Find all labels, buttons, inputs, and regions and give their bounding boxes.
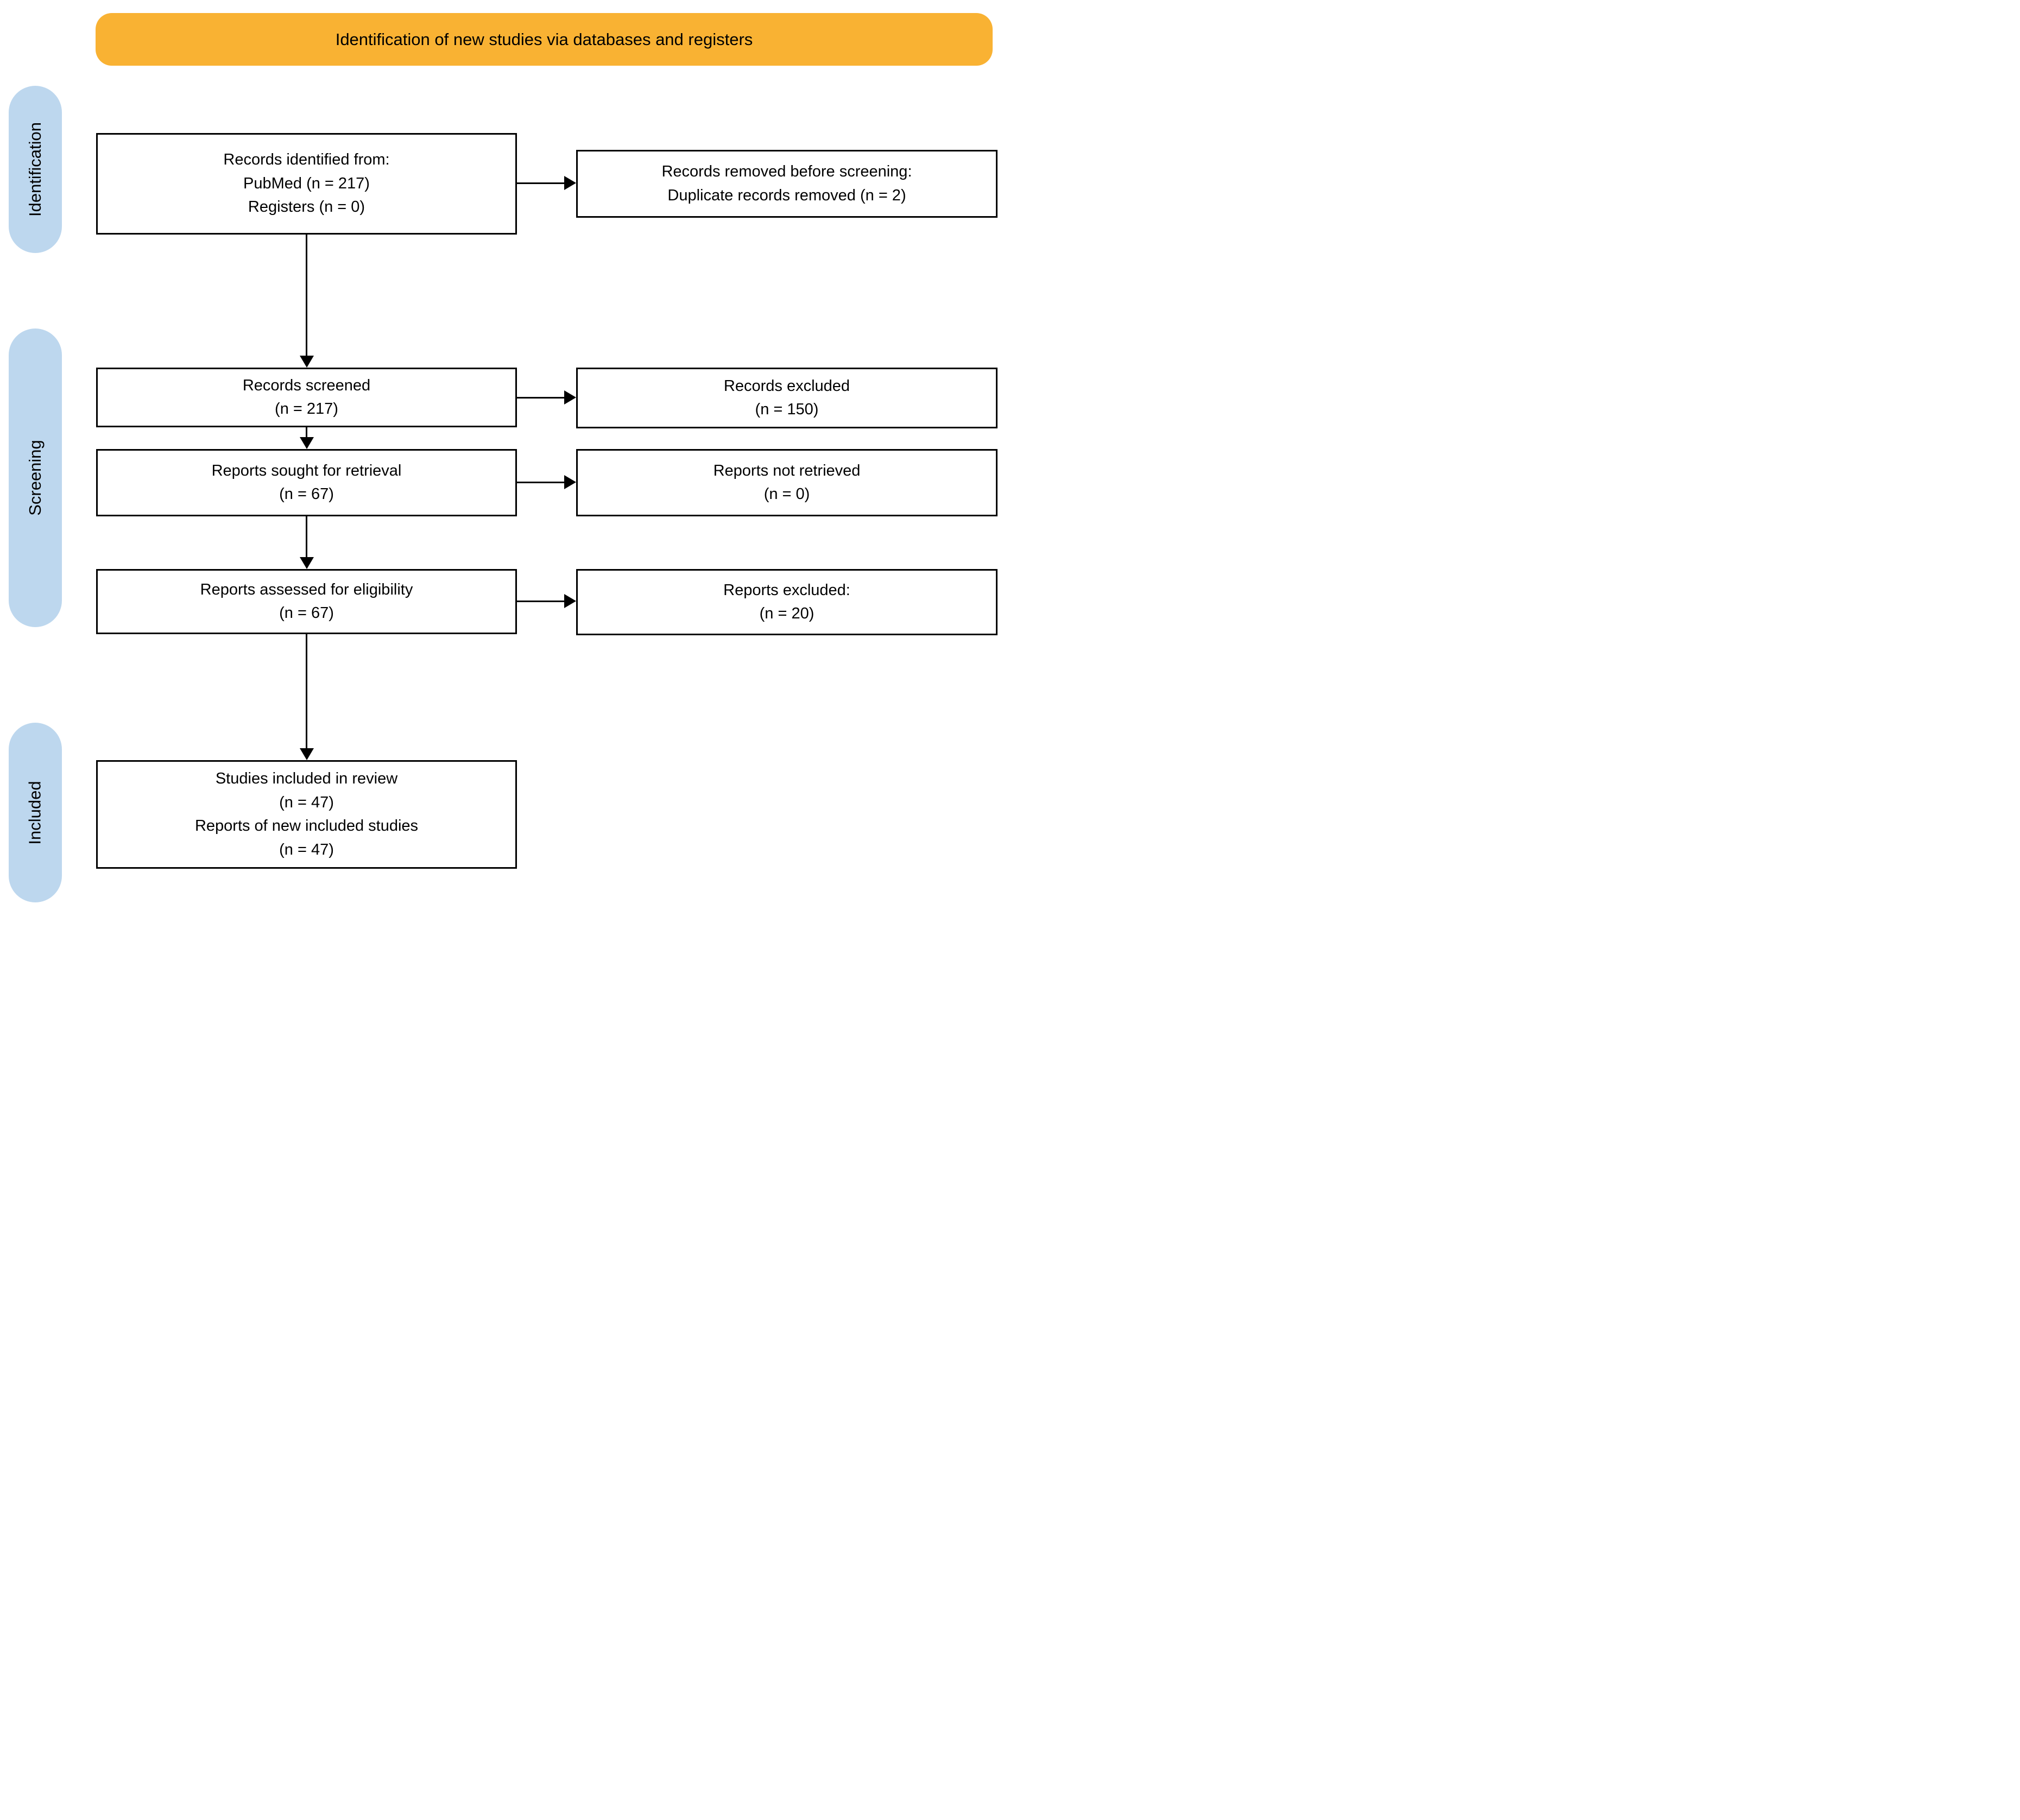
arrow-screened-to-sought xyxy=(306,427,307,437)
box-records-identified: Records identified from: PubMed (n = 217… xyxy=(96,133,517,235)
arrow-assessed-to-included-arrowhead-icon xyxy=(300,748,314,760)
box-reports-not-retrieved: Reports not retrieved (n = 0) xyxy=(576,449,998,516)
box-text-line: Reports excluded: xyxy=(723,581,850,599)
box-text-line: (n = 150) xyxy=(755,401,819,418)
box-reports-excluded: Reports excluded: (n = 20) xyxy=(576,569,998,635)
box-text-line: Duplicate records removed (n = 2) xyxy=(667,186,906,204)
box-records-excluded: Records excluded (n = 150) xyxy=(576,368,998,428)
box-text-line: Reports of new included studies xyxy=(194,817,419,835)
box-records-removed-before-screening: Records removed before screening: Duplic… xyxy=(576,150,998,218)
arrow-identified-to-screened xyxy=(306,235,307,356)
arrow-identified-to-removed-arrowhead-icon xyxy=(564,176,576,190)
arrow-assessed-to-excluded-arrowhead-icon xyxy=(564,594,576,608)
stage-pill-screening: Screening xyxy=(9,328,62,627)
box-text-line: Records excluded xyxy=(723,377,850,395)
arrow-assessed-to-excluded xyxy=(517,601,564,602)
box-text-line: Reports not retrieved xyxy=(713,462,861,479)
box-text-line: Reports assessed for eligibility xyxy=(200,580,413,598)
box-text-line: Records screened xyxy=(242,376,371,394)
title-banner-label: Identification of new studies via databa… xyxy=(335,29,753,49)
prisma-flow-diagram: Identification of new studies via databa… xyxy=(0,0,1010,910)
arrow-sought-to-assessed-arrowhead-icon xyxy=(300,557,314,569)
arrow-screened-to-excluded-arrowhead-icon xyxy=(564,390,576,405)
box-text-line: (n = 217) xyxy=(275,400,338,418)
box-text-line: Reports sought for retrieval xyxy=(211,462,402,479)
box-text-line: (n = 47) xyxy=(279,793,334,811)
box-text-line: Records removed before screening: xyxy=(661,163,912,180)
stage-pill-identification: Identification xyxy=(9,86,62,253)
box-text-line: PubMed (n = 217) xyxy=(243,174,370,192)
box-reports-assessed: Reports assessed for eligibility (n = 67… xyxy=(96,569,517,634)
stage-label-screening: Screening xyxy=(26,440,45,516)
box-reports-sought: Reports sought for retrieval (n = 67) xyxy=(96,449,517,516)
arrow-screened-to-sought-arrowhead-icon xyxy=(300,437,314,449)
arrow-screened-to-excluded xyxy=(517,397,564,399)
title-banner: Identification of new studies via databa… xyxy=(96,13,993,66)
arrow-identified-to-removed xyxy=(517,182,564,184)
arrow-sought-to-not-retrieved xyxy=(517,482,564,483)
box-records-screened: Records screened (n = 217) xyxy=(96,368,517,427)
stage-label-identification: Identification xyxy=(26,122,45,217)
box-text-line: (n = 0) xyxy=(763,485,810,503)
box-text-line: (n = 67) xyxy=(279,604,334,622)
box-text-line: Registers (n = 0) xyxy=(248,198,365,216)
stage-label-included: Included xyxy=(26,780,45,845)
box-studies-included: Studies included in review (n = 47) Repo… xyxy=(96,760,517,869)
arrow-assessed-to-included xyxy=(306,634,307,748)
stage-pill-included: Included xyxy=(9,723,62,902)
arrow-identified-to-screened-arrowhead-icon xyxy=(300,356,314,368)
box-text-line: Records identified from: xyxy=(223,151,390,169)
box-text-line: Studies included in review xyxy=(215,770,398,787)
box-text-line: (n = 20) xyxy=(759,605,815,622)
box-text-line: (n = 47) xyxy=(279,841,334,858)
arrow-sought-to-not-retrieved-arrowhead-icon xyxy=(564,475,576,489)
box-text-line: (n = 67) xyxy=(279,485,334,503)
arrow-sought-to-assessed xyxy=(306,516,307,557)
